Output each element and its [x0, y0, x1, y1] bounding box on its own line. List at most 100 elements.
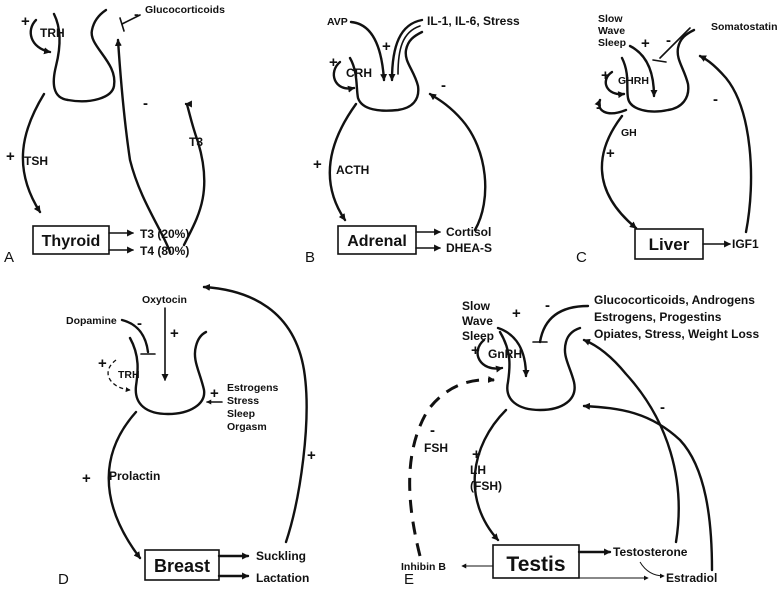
panel-d-breast: TRH + Dopamine - Oxytocin + + Estrogens … — [58, 283, 316, 588]
panel-d-breast-label: Breast — [154, 556, 210, 576]
panel-d-trh-dashed-loop — [107, 359, 131, 393]
panel-c-ghrh-loop — [604, 70, 626, 99]
panel-e-testosterone-feedback — [582, 338, 680, 544]
panel-d-dopamine-label: Dopamine — [66, 315, 117, 327]
panel-b-crh-label: CRH — [346, 66, 372, 80]
panel-c-ghrh-sign: + — [601, 67, 610, 84]
panel-e-sleep-line-3: Sleep — [462, 329, 494, 343]
panel-d-trh-sign: + — [98, 355, 107, 372]
panel-d-breast-box — [144, 549, 220, 581]
panel-e-testis-box — [492, 544, 580, 579]
panel-b-avp-arrow — [349, 20, 388, 82]
panel-d-side-sign: + — [210, 385, 219, 402]
panel-d-side-orgasm: Orgasm — [227, 421, 267, 433]
panel-a-inhibitor-sign: - — [134, 6, 139, 23]
panel-b-stim-sign: + — [382, 38, 391, 55]
panel-c-ghrh-label: GHRH — [618, 75, 649, 87]
panel-a-output-t3: T3 (20%) — [140, 227, 189, 241]
panel-e-inhibin-dashed-feedback — [408, 376, 496, 557]
panel-d-side-sleep: Sleep — [227, 408, 255, 420]
panel-e-gnrh-sign: + — [471, 342, 480, 359]
panel-c-stim-sign: + — [641, 35, 650, 52]
panel-a-trh-label: TRH — [40, 26, 65, 40]
panel-a-glucocorticoids-label: Glucocorticoids — [145, 4, 225, 16]
panel-e-output-testosterone: Testosterone — [613, 545, 688, 559]
panel-a-tsh-label: TSH — [24, 154, 48, 168]
panel-b-crh-loop — [332, 60, 356, 93]
panel-e-lh-sign: + — [472, 446, 481, 463]
panel-a-letter: A — [4, 249, 14, 266]
panel-e-hypothalamus-pituitary — [498, 326, 582, 412]
panel-c-hypothalamus-pituitary — [620, 28, 696, 113]
panel-c-sleep-line-2: Wave — [598, 25, 625, 37]
panel-b-hypothalamus-pituitary — [348, 30, 424, 112]
panel-d-feedback-sign: + — [307, 447, 316, 464]
panel-c-somatostatin-line — [659, 27, 691, 59]
panel-c-sleep-arrow — [628, 44, 658, 98]
panel-c-short-sign: - — [596, 99, 601, 116]
panel-e-inhibitors-line-1: Glucocorticoids, Androgens — [594, 293, 755, 307]
panel-e-letter: E — [404, 571, 414, 588]
panel-d-prolactin-label: Prolactin — [109, 469, 160, 483]
panel-d-output-lactation: Lactation — [256, 571, 309, 585]
panel-d-prolactin-arrow — [107, 410, 142, 560]
panel-a-inhibitor-line — [121, 14, 141, 25]
panel-b-adrenal-box — [337, 225, 417, 255]
panel-e-feedback-sign: - — [660, 399, 665, 416]
panel-e-output-inhibin: Inhibin B — [401, 561, 446, 573]
panel-e-inhibitors-line-3: Opiates, Stress, Weight Loss — [594, 327, 759, 341]
panel-a-t3-label: T3 — [189, 135, 203, 149]
panel-e-lh-arrow — [473, 408, 508, 542]
panel-d-dopamine-line — [120, 318, 150, 354]
panel-a-inhibitor-bar — [119, 17, 125, 32]
panel-c-gh-label: GH — [621, 127, 637, 139]
panel-a-trh-loop — [29, 18, 52, 55]
panel-e-lh-label: LH (FSH) — [470, 463, 502, 493]
panel-e-inhibitor-line — [538, 304, 590, 344]
panel-d-side-factors: Estrogens Stress Sleep Orgasm — [227, 382, 281, 433]
panel-a-t3-feedback — [182, 100, 206, 247]
panel-d-suckling-feedback — [202, 283, 308, 544]
panel-b-output-cortisol: Cortisol — [446, 225, 491, 239]
panel-b-acth-arrow — [328, 102, 358, 222]
panel-e-estradiol-feedback — [582, 402, 714, 572]
panel-e-gnrh-label: GnRH — [488, 347, 522, 361]
panel-a-long-feedback — [114, 38, 172, 254]
panel-e-inhibitors-label: Glucocorticoids, Androgens Estrogens, Pr… — [594, 293, 759, 341]
panel-c-igf1-feedback — [698, 54, 753, 234]
panel-c-gh-arrow — [600, 114, 638, 230]
panel-e-testis: GnRH + Slow Wave Sleep + - Glucocorticoi… — [401, 293, 759, 588]
panel-a-thyroid-box — [32, 225, 110, 255]
panel-b-il-arrow-2 — [397, 25, 421, 75]
panel-e-gnrh-loop — [476, 338, 504, 373]
panel-d-prolactin-sign: + — [82, 470, 91, 487]
panel-b-output-dheas: DHEA-S — [446, 241, 492, 255]
panel-e-sleep-line-2: Wave — [462, 314, 493, 328]
panel-e-fsh-label: FSH — [424, 441, 448, 455]
panel-d-side-stress: Stress — [227, 395, 259, 407]
panel-c-sleep-line-3: Sleep — [598, 37, 626, 49]
panel-c-letter: C — [576, 249, 587, 266]
panel-c-inhibitor-sign: - — [666, 32, 671, 49]
panel-a-tsh-arrow — [21, 92, 46, 214]
panel-d-inhibitor-sign: - — [137, 315, 142, 332]
panel-e-sleep-line-1: Slow — [462, 299, 491, 313]
panel-c-feedback-sign: - — [713, 91, 718, 108]
panel-b-adrenal: CRH + AVP IL-1, IL-6, Stress + ACTH + Ad… — [305, 14, 520, 266]
panel-c-somatostatin-bar — [652, 59, 667, 63]
panel-d-output-suckling: Suckling — [256, 549, 306, 563]
panel-b-crh-sign: + — [329, 54, 338, 71]
panel-b-feedback-sign: - — [441, 77, 446, 94]
panel-b-feedback — [428, 92, 487, 232]
panel-c-liver-box — [634, 228, 704, 260]
panel-b-il-label: IL-1, IL-6, Stress — [427, 14, 520, 28]
panel-d-letter: D — [58, 571, 69, 588]
panel-c-sleep-line-1: Slow — [598, 13, 623, 25]
panel-e-inhibitor-sign: - — [545, 297, 550, 314]
panel-c-liver-label: Liver — [649, 235, 690, 254]
panel-c-liver: GHRH + - Slow Wave Sleep + - Somatostati… — [576, 13, 778, 266]
panel-a-output-t4: T4 (80%) — [140, 244, 189, 258]
panel-e-output-estradiol: Estradiol — [666, 571, 717, 585]
